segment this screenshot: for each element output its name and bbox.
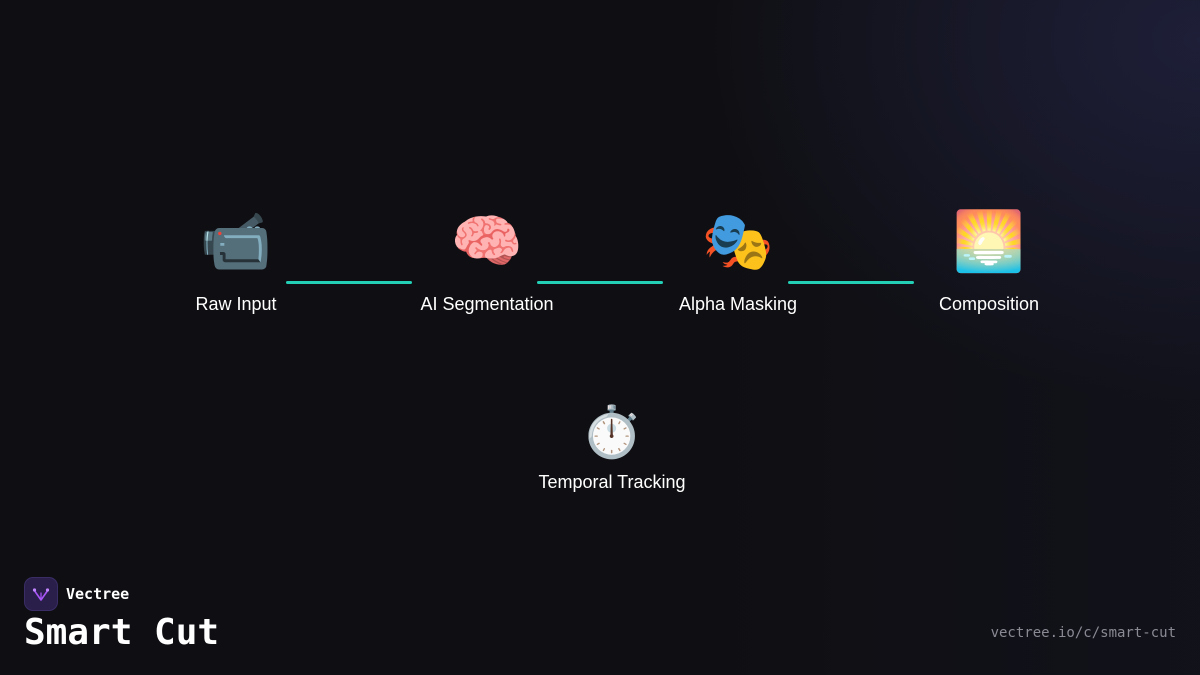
vectree-logo-icon <box>24 577 58 611</box>
brain-icon: 🧠 <box>450 207 524 275</box>
connector-arrow <box>537 281 663 284</box>
stage-label: Raw Input <box>195 294 277 314</box>
stage-raw-input: 📹 Raw Input <box>146 206 326 315</box>
stage-label: Alpha Masking <box>678 294 798 314</box>
stage-composition: 🌅 Composition <box>899 206 1079 315</box>
stage-alpha-masking: 🎭 Alpha Masking <box>648 206 828 315</box>
stage-label: AI Segmentation <box>420 294 554 314</box>
sunrise-icon: 🌅 <box>952 207 1026 275</box>
stage-ai-segmentation: 🧠 AI Segmentation <box>397 206 577 315</box>
connector-arrow <box>788 281 914 284</box>
brand-name: Vectree <box>66 585 130 603</box>
page-title: Smart Cut <box>24 612 220 653</box>
theater-masks-icon: 🎭 <box>701 207 775 275</box>
page-url: vectree.io/c/smart-cut <box>990 625 1176 641</box>
stage-label: Temporal Tracking <box>538 472 686 492</box>
stopwatch-icon: ⏱️ <box>580 403 644 461</box>
stage-label: Composition <box>938 294 1040 314</box>
brand: Vectree <box>24 577 129 611</box>
stage-temporal-tracking: ⏱️ Temporal Tracking <box>502 400 722 493</box>
video-camera-icon: 📹 <box>199 207 273 275</box>
connector-arrow <box>286 281 412 284</box>
